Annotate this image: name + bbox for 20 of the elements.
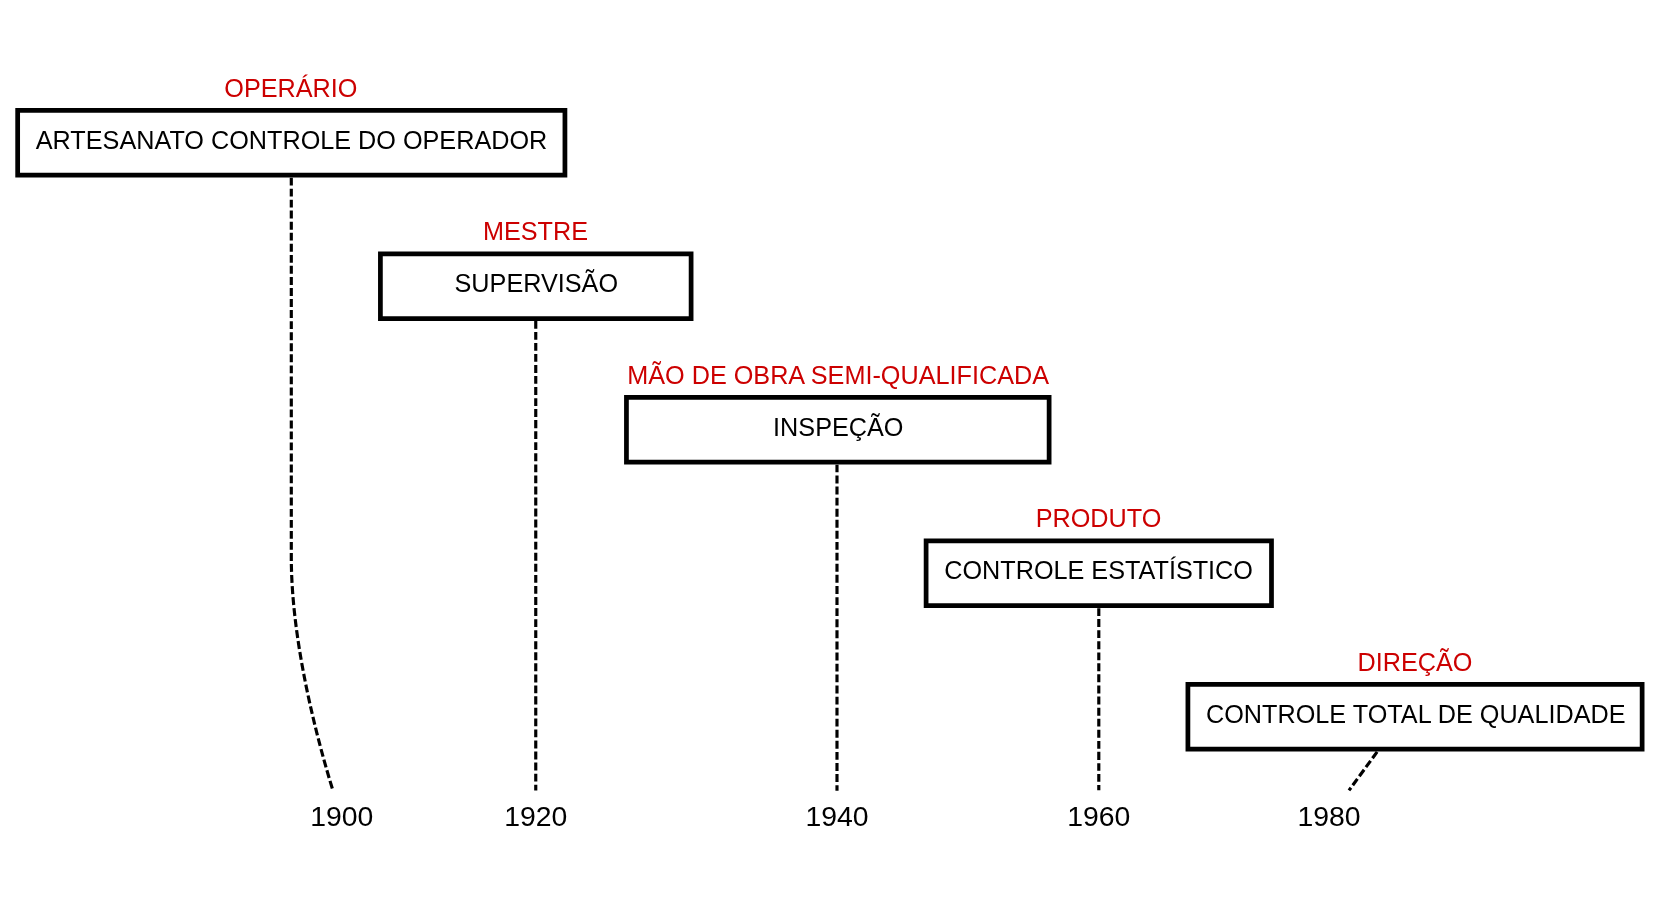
connector	[1347, 750, 1379, 792]
node-label: OPERÁRIO	[224, 73, 358, 102]
node-box: CONTROLE TOTAL DE QUALIDADE	[1185, 682, 1645, 752]
node-label: DIREÇÃO	[1357, 647, 1473, 676]
node-box: ARTESANATO CONTROLE DO OPERADOR	[15, 108, 568, 178]
node-label: MÃO DE OBRA SEMI-QUALIFICADA	[627, 360, 1050, 389]
connector	[534, 320, 538, 791]
node-label: PRODUTO	[1035, 504, 1162, 533]
node-text: 1900	[310, 800, 374, 833]
node-box: CONTROLE ESTATÍSTICO	[923, 538, 1274, 608]
node-box: SUPERVISÃO	[378, 251, 694, 321]
connector	[1097, 608, 1101, 791]
node-text: 1940	[805, 800, 869, 833]
node-text: 1960	[1067, 800, 1131, 833]
node-text: 1980	[1297, 800, 1361, 833]
node-label: MESTRE	[482, 217, 589, 246]
node-box: INSPEÇÃO	[624, 395, 1052, 465]
node-text: 1920	[504, 800, 568, 833]
connector	[835, 464, 839, 791]
connector	[289, 177, 335, 792]
